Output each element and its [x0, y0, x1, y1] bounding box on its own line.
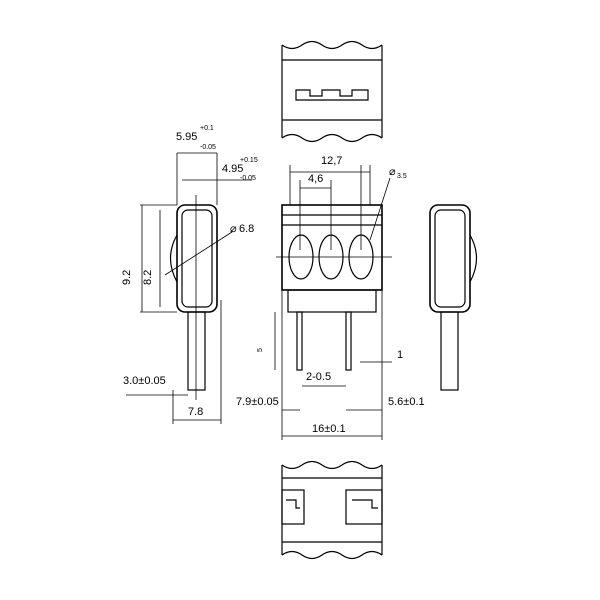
- dim-pin-width: 3.0±0.05: [123, 375, 166, 387]
- diameter-symbol: ⌀: [230, 223, 237, 235]
- dim-side-width-inner: 4.95: [222, 163, 243, 175]
- front-view: [276, 165, 392, 371]
- tol-minus: -0.05: [240, 175, 256, 182]
- tol-plus: +0.15: [240, 157, 258, 164]
- dim-right-offset: 5.6±0.1: [388, 396, 425, 408]
- dim-pin-square: 2-0.5: [306, 371, 331, 383]
- tol-plus: +0.1: [200, 125, 214, 132]
- dim-side-depth: 7.8: [188, 406, 203, 418]
- tol-minus: -0.05: [200, 144, 216, 151]
- side-view-right: [429, 204, 478, 391]
- bottom-view: [281, 460, 383, 560]
- pin: [296, 311, 303, 371]
- front-dimensions: 12,7 4,6 ⌀ 3.5 5 2-0.5 1 7.9±0.05 5.6±0.…: [236, 155, 425, 440]
- dim-side-height-inner: 8.2: [142, 270, 154, 285]
- dim-pin-thickness: 1: [397, 349, 403, 361]
- dim-pitch-half: 4,6: [308, 173, 323, 185]
- diameter-symbol: ⌀: [389, 166, 396, 178]
- dim-side-width-main: 5.95: [176, 131, 197, 143]
- dim-left-offset: 7.9±0.05: [236, 396, 279, 408]
- dim-screw-dia-side: 6.8: [239, 223, 254, 235]
- dim-pitch-top: 12,7: [321, 155, 342, 167]
- top-view: [281, 40, 383, 143]
- dim-screw-dia-front: 3.5: [397, 173, 407, 180]
- pin: [345, 311, 352, 371]
- dim-side-height-outer: 9.2: [121, 270, 133, 285]
- dim-pin-length: 5: [257, 348, 264, 352]
- side-view-left: 5.95 +0.1 -0.05 4.95 +0.15 -0.05 9.2 8.2…: [121, 125, 258, 424]
- dim-overall-length: 16±0.1: [312, 423, 346, 435]
